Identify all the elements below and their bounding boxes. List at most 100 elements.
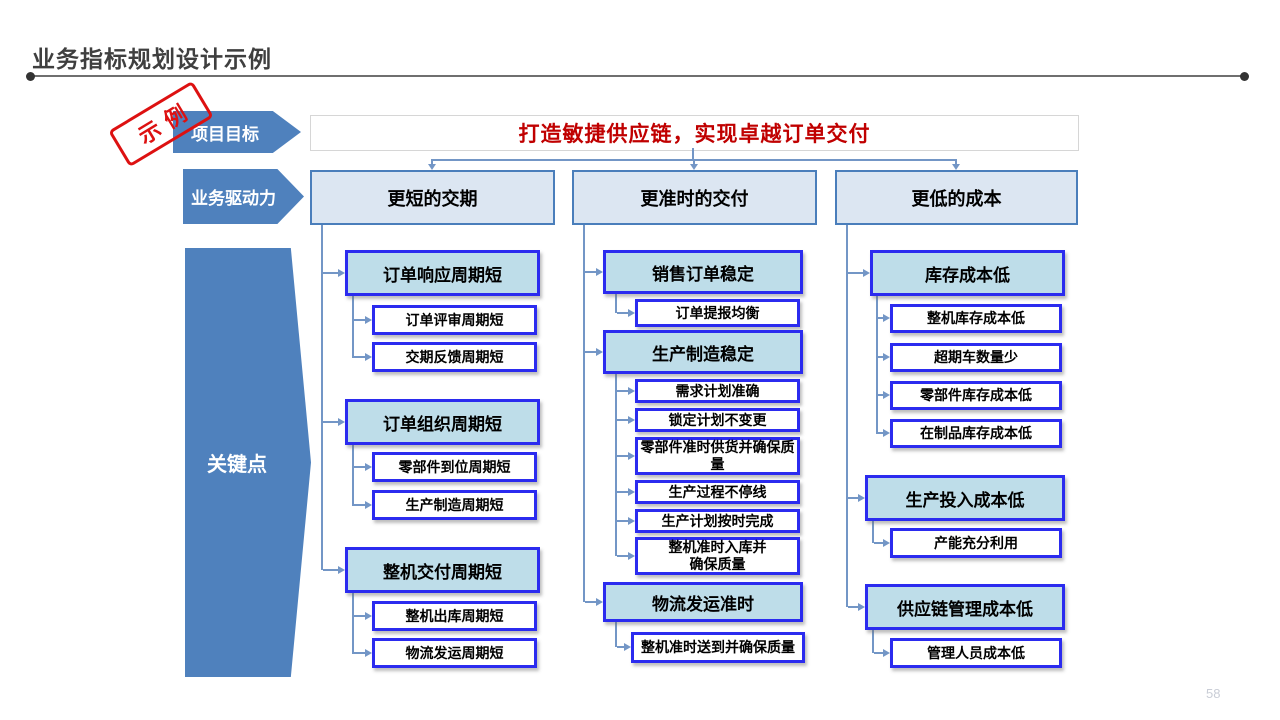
l1-node: 生产投入成本低: [865, 475, 1065, 521]
arrow-right-icon: [365, 463, 372, 471]
connector: [848, 606, 858, 608]
l1-node: 订单响应周期短: [345, 250, 540, 296]
l2-node: 交期反馈周期短: [372, 342, 537, 372]
arrow-right-icon: [628, 309, 635, 317]
connector: [878, 317, 883, 319]
connector: [617, 491, 628, 493]
column-header: 更低的成本: [835, 170, 1078, 225]
connector: [323, 421, 338, 423]
connector: [585, 271, 596, 273]
l1-node: 销售订单稳定: [603, 250, 803, 294]
connector-trunk: [583, 225, 585, 602]
arrow-right-icon: [863, 269, 870, 277]
connector: [354, 466, 365, 468]
connector-subtrunk: [352, 296, 354, 358]
arrow-right-icon: [628, 416, 635, 424]
driver-arrow-label: 业务驱动力: [183, 169, 304, 224]
arrow-down-icon: [690, 164, 698, 170]
connector: [692, 148, 694, 160]
page-title: 业务指标规划设计示例: [32, 46, 272, 72]
arrow-right-icon: [365, 316, 372, 324]
underline-left-dot: [26, 72, 35, 81]
connector-trunk: [321, 225, 323, 570]
arrow-right-icon: [628, 552, 635, 560]
connector: [323, 569, 338, 571]
connector: [585, 351, 596, 353]
arrow-right-icon: [365, 501, 372, 509]
arrow-right-icon: [628, 387, 635, 395]
connector: [354, 504, 365, 506]
arrow-right-icon: [338, 418, 345, 426]
connector: [878, 356, 883, 358]
arrow-right-icon: [365, 649, 372, 657]
keypoint-shape: 关键点: [185, 248, 311, 677]
connector: [323, 272, 338, 274]
l2-node: 需求计划准确: [635, 379, 800, 403]
connector-subtrunk: [352, 445, 354, 506]
arrow-right-icon: [883, 353, 890, 361]
l1-node: 库存成本低: [870, 250, 1065, 296]
arrow-down-icon: [428, 164, 436, 170]
connector: [848, 272, 863, 274]
connector-subtrunk: [872, 521, 874, 543]
l1-node: 生产制造稳定: [603, 330, 803, 374]
connector: [878, 432, 883, 434]
arrow-right-icon: [883, 314, 890, 322]
connector: [848, 497, 858, 499]
arrow-right-icon: [883, 649, 890, 657]
goal-box: 打造敏捷供应链，实现卓越订单交付: [310, 115, 1079, 151]
connector: [617, 390, 628, 392]
l2-node: 产能充分利用: [890, 528, 1062, 558]
arrow-right-icon: [596, 348, 603, 356]
arrow-right-icon: [365, 353, 372, 361]
example-stamp: 示例: [108, 80, 214, 168]
l2-node: 超期车数量少: [890, 343, 1062, 372]
l2-node: 订单评审周期短: [372, 305, 537, 335]
l1-node: 供应链管理成本低: [865, 584, 1065, 630]
connector-subtrunk: [615, 294, 617, 313]
underline-right-dot: [1240, 72, 1249, 81]
l1-node: 物流发运准时: [603, 582, 803, 622]
l2-node: 零部件准时供货并确保质 量: [635, 437, 800, 475]
connector-subtrunk: [615, 374, 617, 556]
connector-subtrunk: [615, 622, 617, 647]
l1-node: 整机交付周期短: [345, 547, 540, 593]
arrow-right-icon: [596, 268, 603, 276]
connector: [955, 159, 957, 165]
title-underline: [30, 75, 1246, 77]
connector-subtrunk: [876, 296, 878, 434]
connector: [585, 601, 596, 603]
connector: [617, 312, 628, 314]
connector-subtrunk: [352, 593, 354, 654]
arrow-right-icon: [628, 452, 635, 460]
l2-node: 整机出库周期短: [372, 601, 537, 631]
connector-trunk: [846, 225, 848, 607]
arrow-right-icon: [883, 429, 890, 437]
l2-node: 生产过程不停线: [635, 480, 800, 504]
l1-node: 订单组织周期短: [345, 399, 540, 445]
l2-node: 管理人员成本低: [890, 638, 1062, 668]
goal-arrow-label: 项目目标: [173, 111, 301, 153]
connector: [617, 455, 628, 457]
l2-node: 生产计划按时完成: [635, 509, 800, 533]
arrow-right-icon: [338, 269, 345, 277]
arrow-right-icon: [883, 391, 890, 399]
column-header: 更准时的交付: [572, 170, 817, 225]
arrow-right-icon: [365, 612, 372, 620]
l2-node: 锁定计划不变更: [635, 408, 800, 432]
arrow-right-icon: [596, 598, 603, 606]
l2-node: 物流发运周期短: [372, 638, 537, 668]
arrow-right-icon: [858, 603, 865, 611]
l2-node: 零部件到位周期短: [372, 452, 537, 482]
page-number: 58: [1206, 686, 1221, 701]
l2-node: 在制品库存成本低: [890, 419, 1062, 448]
connector: [874, 652, 883, 654]
connector: [431, 159, 433, 165]
connector: [617, 646, 624, 648]
connector: [354, 652, 365, 654]
connector-subtrunk: [872, 630, 874, 653]
arrow-right-icon: [338, 566, 345, 574]
connector: [617, 555, 628, 557]
column-header: 更短的交期: [310, 170, 555, 225]
